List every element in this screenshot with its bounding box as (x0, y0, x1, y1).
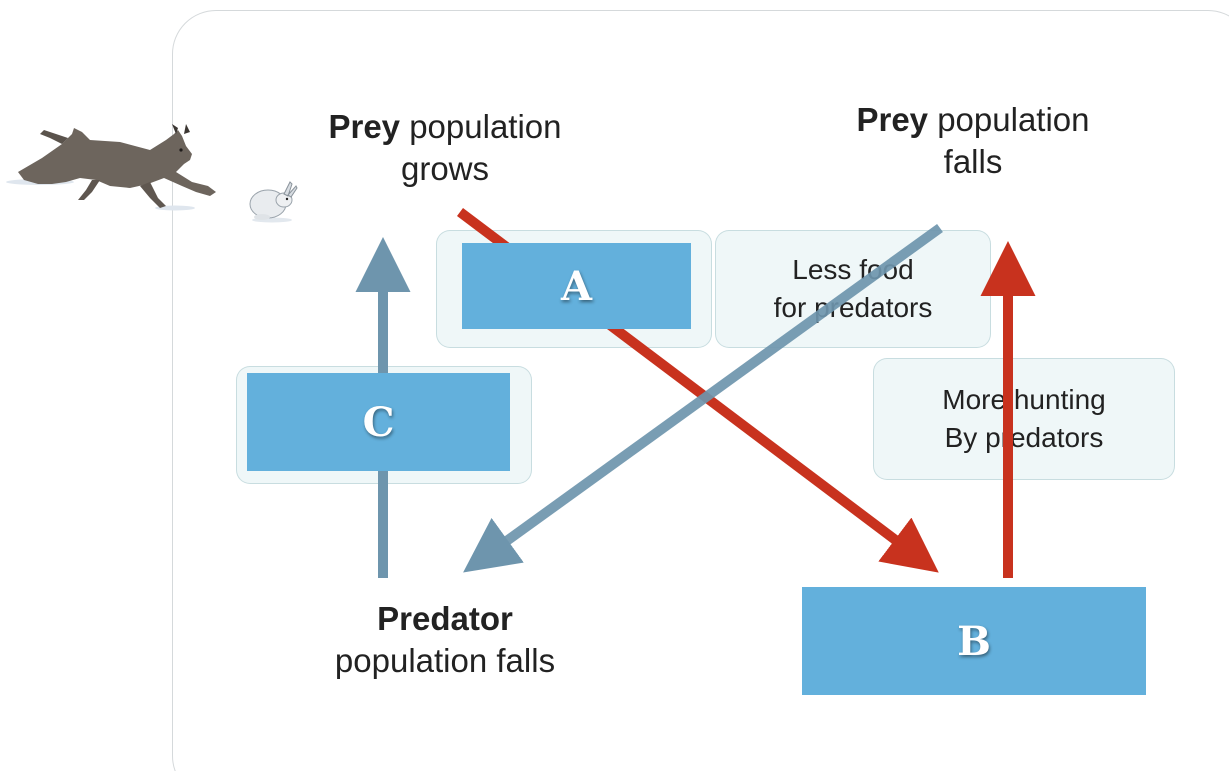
prey-grows-rest: population (400, 108, 562, 145)
less-food-line2: for predators (773, 292, 933, 323)
lynx-icon (18, 124, 216, 208)
snow-shadow (155, 205, 195, 211)
predator-falls-bold: Predator (377, 600, 513, 637)
prey-falls-label: Prey population falls (808, 99, 1138, 183)
answer-box-a[interactable]: A (462, 243, 691, 329)
predator-falls-label: Predator population falls (280, 598, 610, 682)
prey-falls-bold: Prey (856, 101, 929, 138)
answer-box-c[interactable]: C (247, 373, 510, 471)
prey-grows-bold: Prey (328, 108, 401, 145)
answer-box-b[interactable]: B (802, 587, 1146, 695)
predator-falls-line2: population falls (334, 642, 556, 679)
prey-grows-label: Prey population grows (280, 106, 610, 190)
more-hunting-line2: By predators (944, 422, 1104, 453)
snowshoe-hare-icon (249, 181, 298, 220)
arrow-prey-falls-to-predator-falls (463, 223, 943, 573)
more-hunting-line1: More hunting (942, 384, 1106, 415)
more-hunting-box: More hunting By predators (873, 358, 1175, 480)
prey-grows-line2: grows (400, 150, 490, 187)
prey-falls-rest: population (928, 101, 1090, 138)
lynx-chasing-hare-illustration (6, 124, 298, 223)
prey-falls-line2: falls (943, 143, 1003, 180)
